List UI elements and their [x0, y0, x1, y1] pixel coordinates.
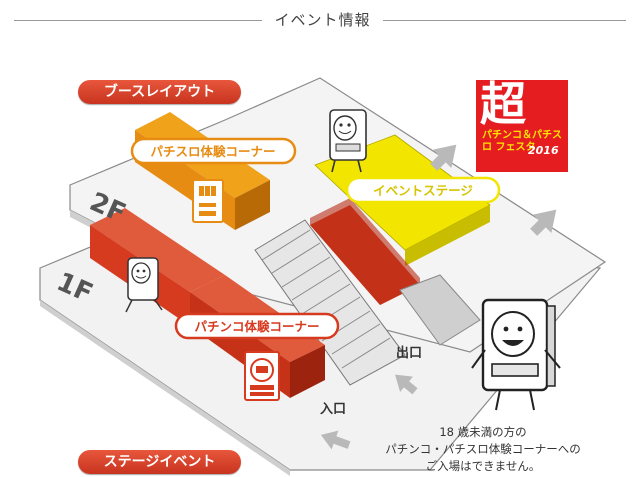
- svg-text:パチスロ体験コーナー: パチスロ体験コーナー: [150, 144, 275, 159]
- mascot-character-large: [471, 298, 561, 411]
- age-restriction-note: 18 歳未満の方の パチンコ・パチスロ体験コーナーへの ご入場はできません。: [363, 424, 603, 475]
- staircase: [254, 219, 406, 386]
- section-header: イベント情報: [0, 0, 640, 44]
- pachislot-corner-label: パチスロ体験コーナー: [130, 137, 297, 165]
- stage-label: イベントステージ: [345, 176, 501, 204]
- logo-main-char: 超: [480, 77, 526, 131]
- logo-year: 2016: [528, 144, 559, 157]
- pachislot-counter-side: [235, 180, 270, 230]
- logo-subtitle: パチンコ＆パチスロ フェスタ: [482, 130, 562, 153]
- section-title: イベント情報: [274, 11, 371, 29]
- festa-logo: 超 パチンコ＆パチスロ フェスタ 2016: [476, 77, 568, 172]
- entrance-arrow-icon: [320, 430, 351, 450]
- mascot-character-1f: [125, 257, 163, 313]
- note-line: パチンコ・パチスロ体験コーナーへの: [385, 442, 581, 456]
- arrow-icon: [530, 209, 557, 236]
- note-line: ご入場はできません。: [425, 459, 541, 473]
- mascot-character-stage: [329, 109, 367, 173]
- exit-label: 出口: [396, 345, 422, 361]
- floor-1f-edge: [40, 300, 290, 476]
- exit-arrow-icon: [395, 374, 418, 395]
- grey-block: [399, 274, 481, 346]
- header-rule-right: [383, 20, 626, 21]
- pachinko-counter-lower-side: [290, 345, 325, 398]
- pachinko-counter-top: [90, 208, 225, 292]
- arrow-icon: [430, 144, 457, 171]
- pachinko-machine-icon: [244, 351, 280, 401]
- svg-text:イベントステージ: イベントステージ: [373, 183, 473, 198]
- event-stage-side: [405, 205, 490, 266]
- note-line: 18 歳未満の方の: [439, 425, 527, 439]
- pachinko-corner-label: パチンコ体験コーナー: [174, 312, 340, 340]
- svg-text:パチンコ体験コーナー: パチンコ体験コーナー: [194, 319, 319, 334]
- stage-event-pill: ステージイベント: [78, 450, 241, 474]
- header-rule-left: [14, 20, 262, 21]
- booth-layout-pill: ブースレイアウト: [78, 80, 241, 104]
- red-wall-top: [310, 198, 420, 305]
- pachislot-machine-icon: [192, 179, 224, 223]
- entrance-label: 入口: [320, 402, 346, 417]
